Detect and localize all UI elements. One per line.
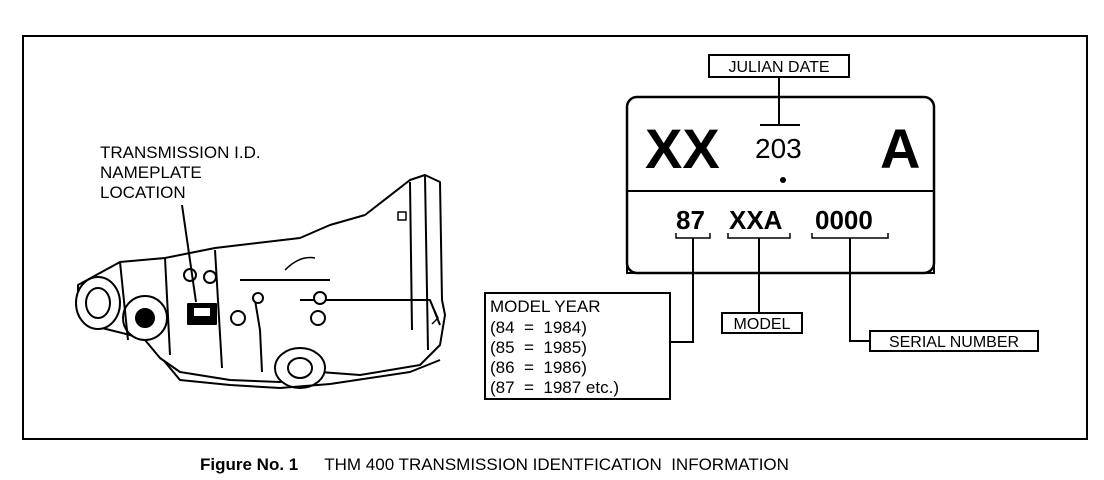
transmission-label-line-3: LOCATION bbox=[100, 183, 186, 202]
model-year-line-3: (86 = 1986) bbox=[490, 358, 587, 377]
model-label-box bbox=[721, 312, 803, 334]
figure-caption: Figure No. 1 THM 400 TRANSMISSION IDENTFI… bbox=[200, 455, 789, 475]
transmission-illustration bbox=[75, 174, 446, 389]
model-year-line-1: (84 = 1984) bbox=[490, 318, 587, 337]
figure-title: THM 400 TRANSMISSION IDENTFICATION INFOR… bbox=[324, 455, 789, 474]
plate-big-right: A bbox=[880, 117, 920, 180]
plate-dot bbox=[780, 177, 786, 183]
nameplate-leader-line bbox=[181, 204, 197, 303]
model-label: MODEL bbox=[734, 316, 791, 333]
model-year-title: MODEL YEAR bbox=[490, 297, 601, 316]
julian-date-leader bbox=[760, 77, 800, 126]
serial-leader bbox=[849, 238, 870, 342]
nameplate-inner-panel bbox=[626, 190, 935, 274]
model-year-leader bbox=[670, 238, 694, 343]
plate-model-code: XXA bbox=[729, 205, 783, 235]
plate-big-left: XX bbox=[645, 117, 720, 180]
figure-frame bbox=[22, 35, 1088, 440]
model-year-line-2: (85 = 1985) bbox=[490, 338, 587, 357]
transmission-label-line-1: TRANSMISSION I.D. bbox=[100, 143, 261, 162]
plate-julian-code: 203 bbox=[755, 133, 802, 164]
model-year-legend-box bbox=[484, 292, 671, 400]
serial-number-label: SERIAL NUMBER bbox=[889, 334, 1019, 351]
julian-date-label: JULIAN DATE bbox=[728, 59, 829, 76]
plate-serial-code: 0000 bbox=[815, 205, 873, 235]
figure-number: Figure No. 1 bbox=[200, 455, 299, 474]
transmission-label-line-2: NAMEPLATE bbox=[100, 163, 202, 182]
model-year-line-4: (87 = 1987 etc.) bbox=[490, 378, 619, 397]
plate-model-year-code: 87 bbox=[676, 205, 705, 235]
serial-number-box bbox=[869, 330, 1039, 352]
